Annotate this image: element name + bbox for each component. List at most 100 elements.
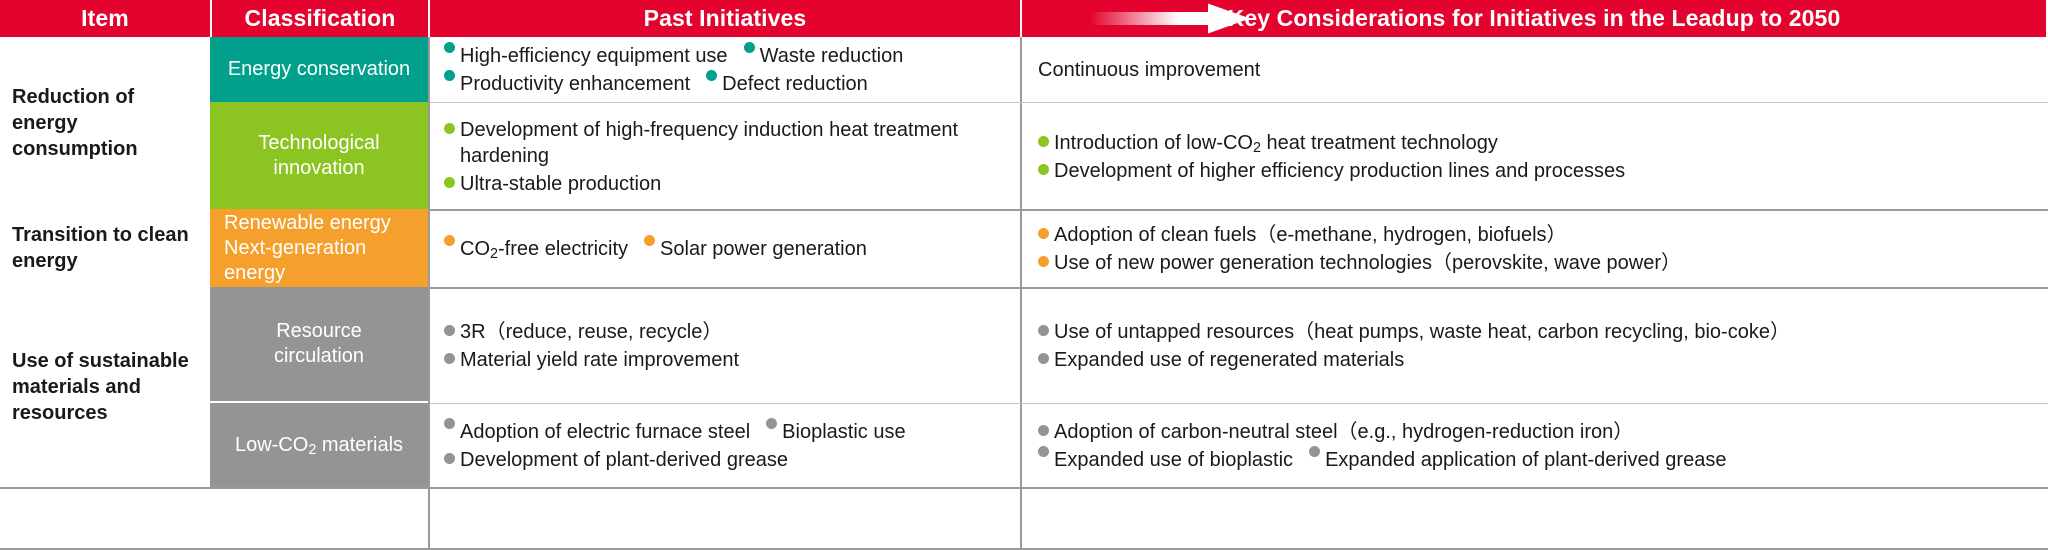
key-considerations-energy-conservation: Continuous improvement [1022, 37, 2048, 102]
bullet-icon [766, 418, 778, 429]
classification-line-2: Next-generation energy [224, 236, 367, 284]
bullet-line: Productivity enhancement Defect reductio… [444, 69, 1010, 97]
past-initiatives-renewable-energy: CO2-free electricity Solar power generat… [430, 211, 1020, 287]
key-considerations-technological-innovation: Introduction of low-CO2 heat treatment t… [1022, 104, 2048, 209]
bullet-icon [743, 41, 755, 53]
bullet-icon [1038, 163, 1049, 175]
bullet-text: Expanded use of regenerated materials [1054, 349, 1405, 371]
bullet-text: Adoption of carbon-neutral steel（e.g., h… [1054, 421, 1634, 443]
bullet-icon [1038, 446, 1049, 457]
bullet-line: Adoption of carbon-neutral steel（e.g., h… [1038, 419, 2038, 445]
bullet-line: Expanded use of regenerated materials [1038, 347, 2038, 373]
vertical-divider-1 [428, 37, 430, 550]
table-header-row: Item Classification Past Initiatives Key… [0, 0, 2048, 37]
bullet-text: High-efficiency equipment use [460, 44, 728, 67]
bullet-icon [444, 453, 455, 464]
bullet-text: 3R（reduce, reuse, recycle） [460, 321, 723, 343]
bullet-icon [1309, 446, 1321, 457]
bullet-text: Expanded application of plant-derived gr… [1325, 449, 1727, 471]
classification-resource-circulation: Resource circulation [210, 287, 428, 401]
table-bottom-rule [0, 548, 2048, 550]
bullet-text: Adoption of clean fuels（e-methane, hydro… [1054, 224, 1567, 246]
bullet-icon [1038, 228, 1049, 239]
classification-line-2: circulation [273, 345, 365, 367]
classification-line-2: innovation [273, 156, 365, 179]
bullet-icon [1038, 256, 1049, 267]
column-header-key-considerations: Key Considerations for Initiatives in th… [1020, 0, 2046, 37]
bullet-icon [1038, 135, 1049, 147]
row-divider-r1-r2 [430, 102, 2048, 103]
bullet-text: Development of high-frequency induction … [460, 118, 959, 167]
past-initiatives-energy-conservation: High-efficiency equipment use Waste redu… [430, 37, 1020, 102]
bullet-line: Development of high-frequency induction … [444, 117, 1010, 169]
classification-line-1: Low-CO2 materials [234, 433, 404, 458]
key-considerations-low-co2-materials: Adoption of carbon-neutral steel（e.g., h… [1022, 405, 2048, 487]
column-header-past-initiatives: Past Initiatives [428, 0, 1020, 37]
classification-renewable-next-generation-energy: Renewable energy Next-generation energy [210, 209, 428, 287]
bullet-icon [1038, 325, 1049, 336]
item-use-of-sustainable-materials: Use of sustainable materials and resourc… [0, 287, 210, 487]
column-header-classification: Classification [210, 0, 428, 37]
classification-low-co2-materials: Low-CO2 materials [210, 403, 428, 487]
row-divider-r4-r5 [430, 403, 2048, 404]
bullet-line: Ultra-stable production [444, 171, 1010, 197]
bullet-icon [444, 325, 455, 336]
past-initiatives-resource-circulation: 3R（reduce, reuse, recycle） Material yiel… [430, 289, 1020, 403]
key-considerations-resource-circulation: Use of untapped resources（heat pumps, wa… [1022, 289, 2048, 403]
classification-line-1: Resource [276, 320, 362, 342]
bullet-line: CO2-free electricity Solar power generat… [444, 235, 1010, 263]
bullet-icon [444, 418, 455, 429]
bullet-text: Adoption of electric furnace steel [460, 421, 751, 443]
classification-line-1: Renewable energy [224, 211, 391, 234]
past-initiatives-technological-innovation: Development of high-frequency induction … [430, 104, 1020, 209]
bullet-text: Material yield rate improvement [460, 349, 739, 371]
bullet-line: Use of untapped resources（heat pumps, wa… [1038, 319, 2038, 345]
bullet-icon [444, 176, 455, 188]
bullet-icon [444, 41, 455, 53]
group-divider-1 [0, 209, 2048, 211]
bullet-icon [644, 235, 656, 246]
bullet-line: Adoption of clean fuels（e-methane, hydro… [1038, 222, 2038, 248]
classification-technological-innovation: Technological innovation [210, 102, 428, 209]
bullet-text: Solar power generation [660, 238, 867, 260]
bullet-icon [444, 353, 455, 364]
bullet-icon [444, 69, 455, 81]
vertical-divider-2 [1020, 37, 1022, 550]
classification-line-1: Technological [258, 131, 380, 154]
bullet-line: Use of new power generation technologies… [1038, 250, 2038, 276]
past-initiatives-low-co2-materials: Adoption of electric furnace steel Biopl… [430, 405, 1020, 487]
bullet-line: Introduction of low-CO2 heat treatment t… [1038, 130, 2038, 156]
bullet-line: Material yield rate improvement [444, 347, 1010, 373]
bullet-line: 3R（reduce, reuse, recycle） [444, 319, 1010, 345]
bullet-text: Use of new power generation technologies… [1054, 252, 1682, 274]
bullet-icon [444, 122, 455, 134]
group-divider-2 [0, 287, 2048, 289]
bullet-text: Productivity enhancement [460, 72, 691, 95]
bullet-icon [1038, 425, 1049, 436]
key-considerations-renewable-energy: Adoption of clean fuels（e-methane, hydro… [1022, 211, 2048, 287]
bullet-icon [444, 235, 455, 246]
bullet-line: Expanded use of bioplastic Expanded appl… [1038, 446, 2038, 473]
table-body: Reduction of energy consumption Transiti… [0, 37, 2048, 550]
bullet-icon [1038, 353, 1049, 364]
bullet-line: Development of plant-derived grease [444, 447, 1010, 473]
bullet-text: Development of higher efficiency product… [1054, 159, 1626, 182]
bullet-line: Adoption of electric furnace steel Biopl… [444, 418, 1010, 445]
group-divider-3 [0, 487, 2048, 489]
classification-gray-divider [210, 401, 428, 403]
bullet-text: Defect reduction [722, 72, 868, 95]
bullet-text: Expanded use of bioplastic [1054, 449, 1294, 471]
bullet-line: High-efficiency equipment use Waste redu… [444, 41, 1010, 69]
bullet-text: Ultra-stable production [460, 172, 662, 195]
item-transition-to-clean-energy: Transition to clean energy [0, 209, 210, 287]
bullet-text: Bioplastic use [782, 421, 906, 443]
bullet-text: CO2-free electricity [460, 238, 629, 263]
plain-text: Continuous improvement [1038, 58, 1261, 81]
bullet-text: Introduction of low-CO2 heat treatment t… [1054, 131, 1498, 156]
bullet-icon [706, 69, 718, 81]
item-reduction-of-energy-consumption: Reduction of energy consumption [0, 37, 210, 209]
bullet-line: Development of higher efficiency product… [1038, 158, 2038, 184]
bullet-text: Waste reduction [759, 44, 904, 67]
column-header-item: Item [0, 0, 210, 37]
